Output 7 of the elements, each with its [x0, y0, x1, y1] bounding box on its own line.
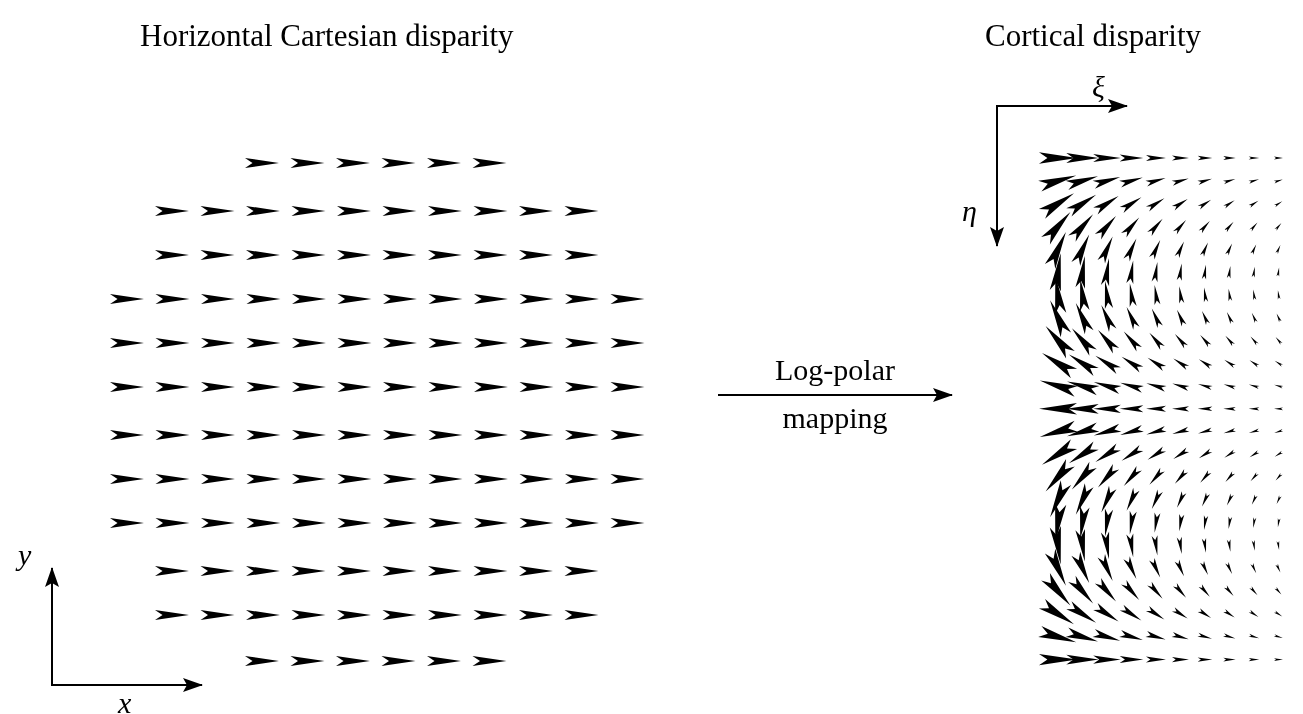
axis-label: x — [118, 688, 132, 714]
edge-label: Log-polar mapping — [774, 352, 896, 436]
panel-title: Horizontal Cartesian disparity — [140, 18, 514, 54]
axis-label: ξ — [1092, 72, 1105, 102]
panel-title: Cortical disparity — [985, 18, 1202, 54]
arrow — [717, 388, 953, 402]
axis-label: η — [962, 196, 977, 226]
